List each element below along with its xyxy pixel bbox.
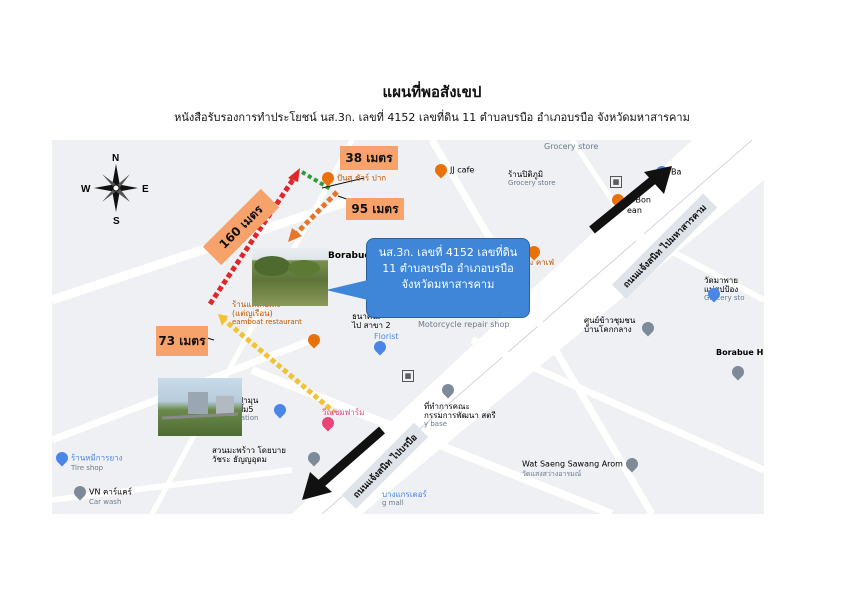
- compass-w: W: [81, 184, 91, 195]
- poi-wat-saeng[interactable]: Wat Saeng Sawang Arom วัดแสงสว่างอารมณ์: [522, 455, 641, 479]
- poi-borabue-di: Borabue Di: [328, 251, 385, 261]
- poi-label-2: แม่สปป้อง: [704, 285, 739, 294]
- poi-label: ธนาคินเ: [352, 312, 381, 321]
- poi-label: ร้านหมีการยาง: [71, 453, 123, 463]
- poi-jj-cafe[interactable]: JJ cafe: [432, 161, 475, 179]
- poi-pansuk[interactable]: ปันสุ ชัวร์ ปาก: [319, 169, 387, 187]
- arrow-down-left-icon: [302, 426, 385, 500]
- poi-office[interactable]: ที่ทำการคณะ กรรมการพัฒนา สตรี y base: [424, 402, 496, 429]
- distance-label-95: 95 เมตร: [346, 198, 404, 220]
- poi-label: สวนมะพร้าว โดยบาย: [212, 446, 286, 455]
- poi-sublabel: Car wash: [89, 498, 122, 506]
- poi-label: ที่ทำการคณะ: [424, 402, 470, 411]
- callout-line-2: 11 ตำบลบรบือ อำเภอบรบือ: [382, 262, 514, 275]
- poi-car-wash[interactable]: VN คาร์แคร์ Car wash: [71, 483, 132, 507]
- road-photo: [158, 378, 242, 436]
- poi-label-2: บ้านโคกกลาง: [584, 325, 632, 334]
- line-73: [220, 316, 336, 414]
- poi-cafe[interactable]: ม คาเฟ่: [525, 243, 555, 267]
- poi-label: Wat Saeng Sawang Arom: [522, 459, 623, 469]
- distance-label-38: 38 เมตร: [340, 146, 398, 170]
- poi-rice-center[interactable]: ศูนย์ข้าวชุมชน บ้านโคกกลาง: [584, 316, 635, 334]
- poi-label: ปันสุ ชัวร์ ปาก: [337, 173, 387, 183]
- page-title: แผนที่พอสังเขป: [382, 83, 482, 101]
- poi-mall[interactable]: บางแกรเตอร์ g mall: [382, 490, 427, 508]
- poi-label: บางแกรเตอร์: [382, 490, 427, 499]
- poi-label: ป่ามุน: [238, 396, 259, 405]
- callout-line-1: นส.3ก. เลขที่ 4152 เลขที่ดิน: [378, 246, 518, 259]
- poi-tire[interactable]: ร้านหมีการยาง Tire shop: [53, 449, 123, 473]
- shop-pin-icon: [371, 338, 389, 356]
- map-area[interactable]: JJ cafe Grocery store ร้านปิติภูมิ Groce…: [52, 140, 764, 514]
- restaurant-pin-icon: [319, 169, 337, 187]
- poi-label-2: ean: [627, 206, 642, 215]
- poi-sublabel: tation: [238, 414, 259, 422]
- poi-sublabel: Tire shop: [71, 464, 104, 472]
- poi-label-2: วัชระ ธัญญอุดม: [212, 455, 267, 464]
- poi-label-2: ปั๊ม5: [238, 405, 254, 414]
- temple-pin-icon: [623, 455, 641, 473]
- poi-grocery-top: Grocery store: [544, 142, 599, 151]
- cafe-pin-icon: [432, 161, 450, 179]
- callout-pointer: [326, 280, 368, 300]
- poi-sublabel: g mall: [382, 499, 404, 507]
- shop-pin-icon: [53, 449, 71, 467]
- poi-farm[interactable]: วีณชมฟาร์ม: [319, 408, 365, 432]
- parcel-callout: นส.3ก. เลขที่ 4152 เลขที่ดิน 11 ตำบลบรบื…: [366, 238, 530, 318]
- poi-sublabel: Grocery store: [508, 179, 556, 187]
- poi-label: N Bon: [627, 195, 651, 205]
- compass-s: S: [113, 216, 120, 226]
- map-marker-icon: ▦: [402, 370, 414, 382]
- poi-label: Florist: [374, 332, 399, 341]
- poi-label: ม คาเฟ่: [528, 258, 555, 267]
- line-95: [290, 190, 339, 240]
- poi-wat-pasu[interactable]: วัดมาพาย แม่สปป้อง Grocery sto: [704, 276, 745, 303]
- arrow-up-right-icon: [589, 166, 672, 234]
- poi-bon[interactable]: N Bon ean: [609, 191, 651, 215]
- poi-florist[interactable]: Florist: [371, 332, 399, 356]
- poi-label: Ba: [671, 167, 682, 177]
- poi-ran-pittiphum[interactable]: ร้านปิติภูมิ Grocery store: [508, 170, 556, 188]
- poi-sublabel: y base: [424, 420, 448, 428]
- poi-coconut[interactable]: สวนมะพร้าว โดยบาย วัชระ ธัญญอุดม: [212, 446, 286, 464]
- carwash-pin-icon: [71, 483, 89, 501]
- callout-line-3: จังหวัดมหาสารคาม: [401, 278, 495, 291]
- poi-moto: Motorcycle repair shop: [418, 320, 510, 329]
- poi-sublabel: วัดแสงสว่างอารมณ์: [522, 470, 582, 478]
- poi-label: ศูนย์ข้าวชุมชน: [584, 316, 636, 325]
- poi-borabue-h: Borabue H: [716, 348, 764, 357]
- line-160: [207, 170, 301, 306]
- poi-sublabel: eamboat restaurant: [232, 318, 302, 326]
- page-subtitle: หนังสือรับรองการทำประโยชน์ นส.3ก. เลขที่…: [174, 111, 690, 124]
- poi-label: วีณชมฟาร์ม: [322, 408, 365, 417]
- poi-sublabel: Grocery sto: [704, 294, 745, 302]
- distance-label-73: 73 เมตร: [156, 326, 208, 356]
- compass-n: N: [112, 153, 119, 164]
- compass-e: E: [142, 184, 149, 195]
- poi-label: JJ cafe: [450, 165, 475, 175]
- poi-label-2: (แต่ญเรือน): [232, 309, 273, 318]
- poi-label-2: กรรมการพัฒนา สตรี: [424, 411, 496, 420]
- land-photo: [252, 248, 328, 306]
- poi-top-right[interactable]: Ba: [653, 163, 682, 181]
- road-network: [52, 140, 764, 514]
- poi-label: ร้านปิติภูมิ: [508, 170, 544, 179]
- poi-bank[interactable]: ธนาคินเ ไป สาขา 2: [352, 312, 391, 330]
- poi-label: VN คาร์แคร์: [89, 487, 132, 497]
- compass-rose: N S W E: [80, 150, 152, 227]
- poi-gas[interactable]: ป่ามุน ปั๊ม5 tation: [238, 396, 258, 423]
- map-marker-icon: ▦: [610, 176, 622, 188]
- poi-label-2: ไป สาขา 2: [352, 321, 391, 330]
- poi-label: วัดมาพาย: [704, 276, 738, 285]
